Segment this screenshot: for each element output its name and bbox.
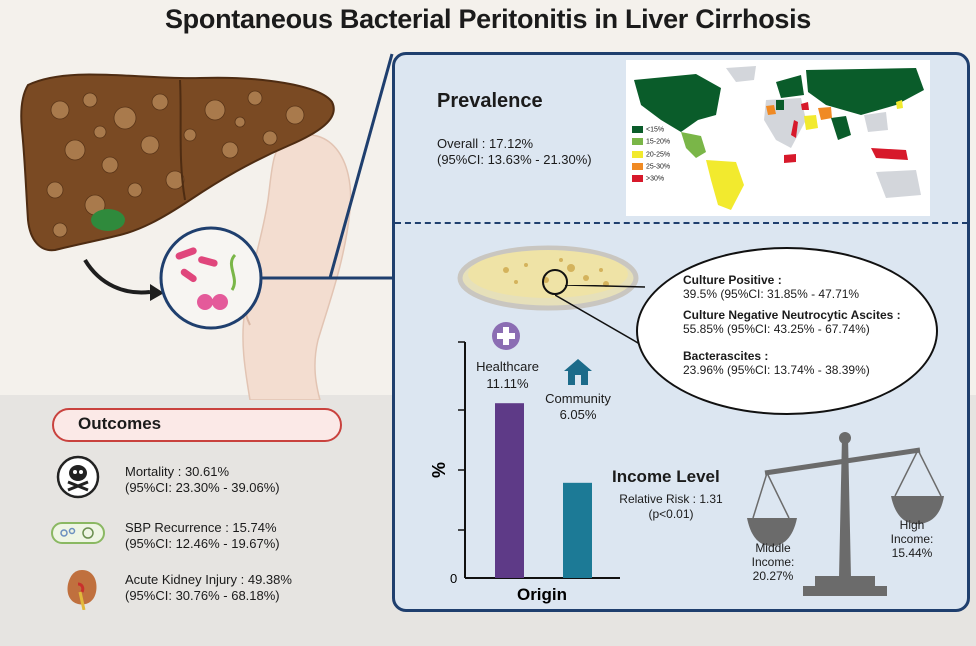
bacterascites-label: Bacterascites : [683, 349, 769, 363]
legend-item: 15-20% [632, 138, 670, 146]
map-legend-list: <15% 15-20% 20-25% 25-30% >30% [632, 126, 670, 183]
outcome-line: Mortality : 30.61% [125, 464, 230, 479]
income-heading: Income Level [612, 467, 720, 486]
y-tick-label: 0 [450, 571, 457, 586]
relative-risk: Relative Risk : 1.31 [619, 492, 723, 506]
outcome-ci: (95%CI: 30.76% - 68.18%) [125, 588, 280, 603]
outcomes-header-pill [52, 408, 342, 442]
cnna-label: Culture Negative Neutrocytic Ascites : [683, 308, 901, 322]
prevalence-overall: Overall : 17.12% [437, 136, 534, 151]
cnna-value: 55.85% (95%CI: 43.25% - 67.74%) [683, 322, 870, 336]
bar-community [563, 482, 592, 578]
house-icon [564, 359, 592, 385]
legend-item: 20-25% [632, 150, 670, 158]
bar-category-label: Healthcare [476, 359, 539, 374]
legend-swatch [632, 150, 643, 158]
outcome-line: Acute Kidney Injury : 49.38% [125, 572, 292, 587]
culture-results-bubble [636, 247, 938, 415]
outcome-line: SBP Recurrence : 15.74% [125, 520, 277, 535]
legend-swatch [632, 138, 643, 146]
bar-category-label: Community [545, 391, 611, 406]
x-axis-label: Origin [517, 585, 567, 604]
bar-healthcare [495, 403, 524, 578]
bacterascites-value: 23.96% (95%CI: 13.74% - 38.39%) [683, 363, 870, 377]
liver-illustration [20, 53, 395, 400]
plus-cross-icon [492, 322, 520, 350]
outcomes-heading: Outcomes [78, 414, 162, 433]
bacteria-capsule-icon [51, 522, 105, 544]
outcome-ci: (95%CI: 12.46% - 19.67%) [125, 536, 280, 551]
legend-swatch [632, 126, 643, 133]
world-map: <15% 15-20% 20-25% 25-30% >30% [626, 60, 930, 216]
prevalence-heading: Prevalence [437, 90, 543, 112]
kidney-icon [67, 570, 97, 610]
origin-bar-chart: 0 % Origin [429, 341, 620, 604]
outcome-ci: (95%CI: 23.30% - 39.06%) [125, 480, 280, 495]
legend-item: <15% [632, 126, 670, 133]
panel-divider [395, 222, 968, 224]
page-title: Spontaneous Bacterial Peritonitis in Liv… [164, 4, 812, 34]
legend-item: 25-30% [632, 163, 670, 170]
y-axis-label: % [429, 462, 449, 478]
skull-icon [56, 455, 100, 499]
p-value: (p<0.01) [648, 507, 694, 521]
scale-balance-icon [747, 432, 944, 596]
culture-positive-label: Culture Positive : [683, 273, 782, 287]
culture-positive-value: 39.5% (95%CI: 31.85% - 47.71% [683, 287, 860, 301]
legend-item: >30% [632, 175, 670, 183]
prevalence-ci: (95%CI: 13.63% - 21.30%) [437, 152, 592, 167]
legend-swatch [632, 175, 643, 183]
legend-swatch [632, 163, 643, 171]
bar-value-label: 11.11% [486, 376, 529, 391]
world-map-drawing [634, 66, 924, 210]
bar-value-label: 6.05% [559, 407, 597, 422]
